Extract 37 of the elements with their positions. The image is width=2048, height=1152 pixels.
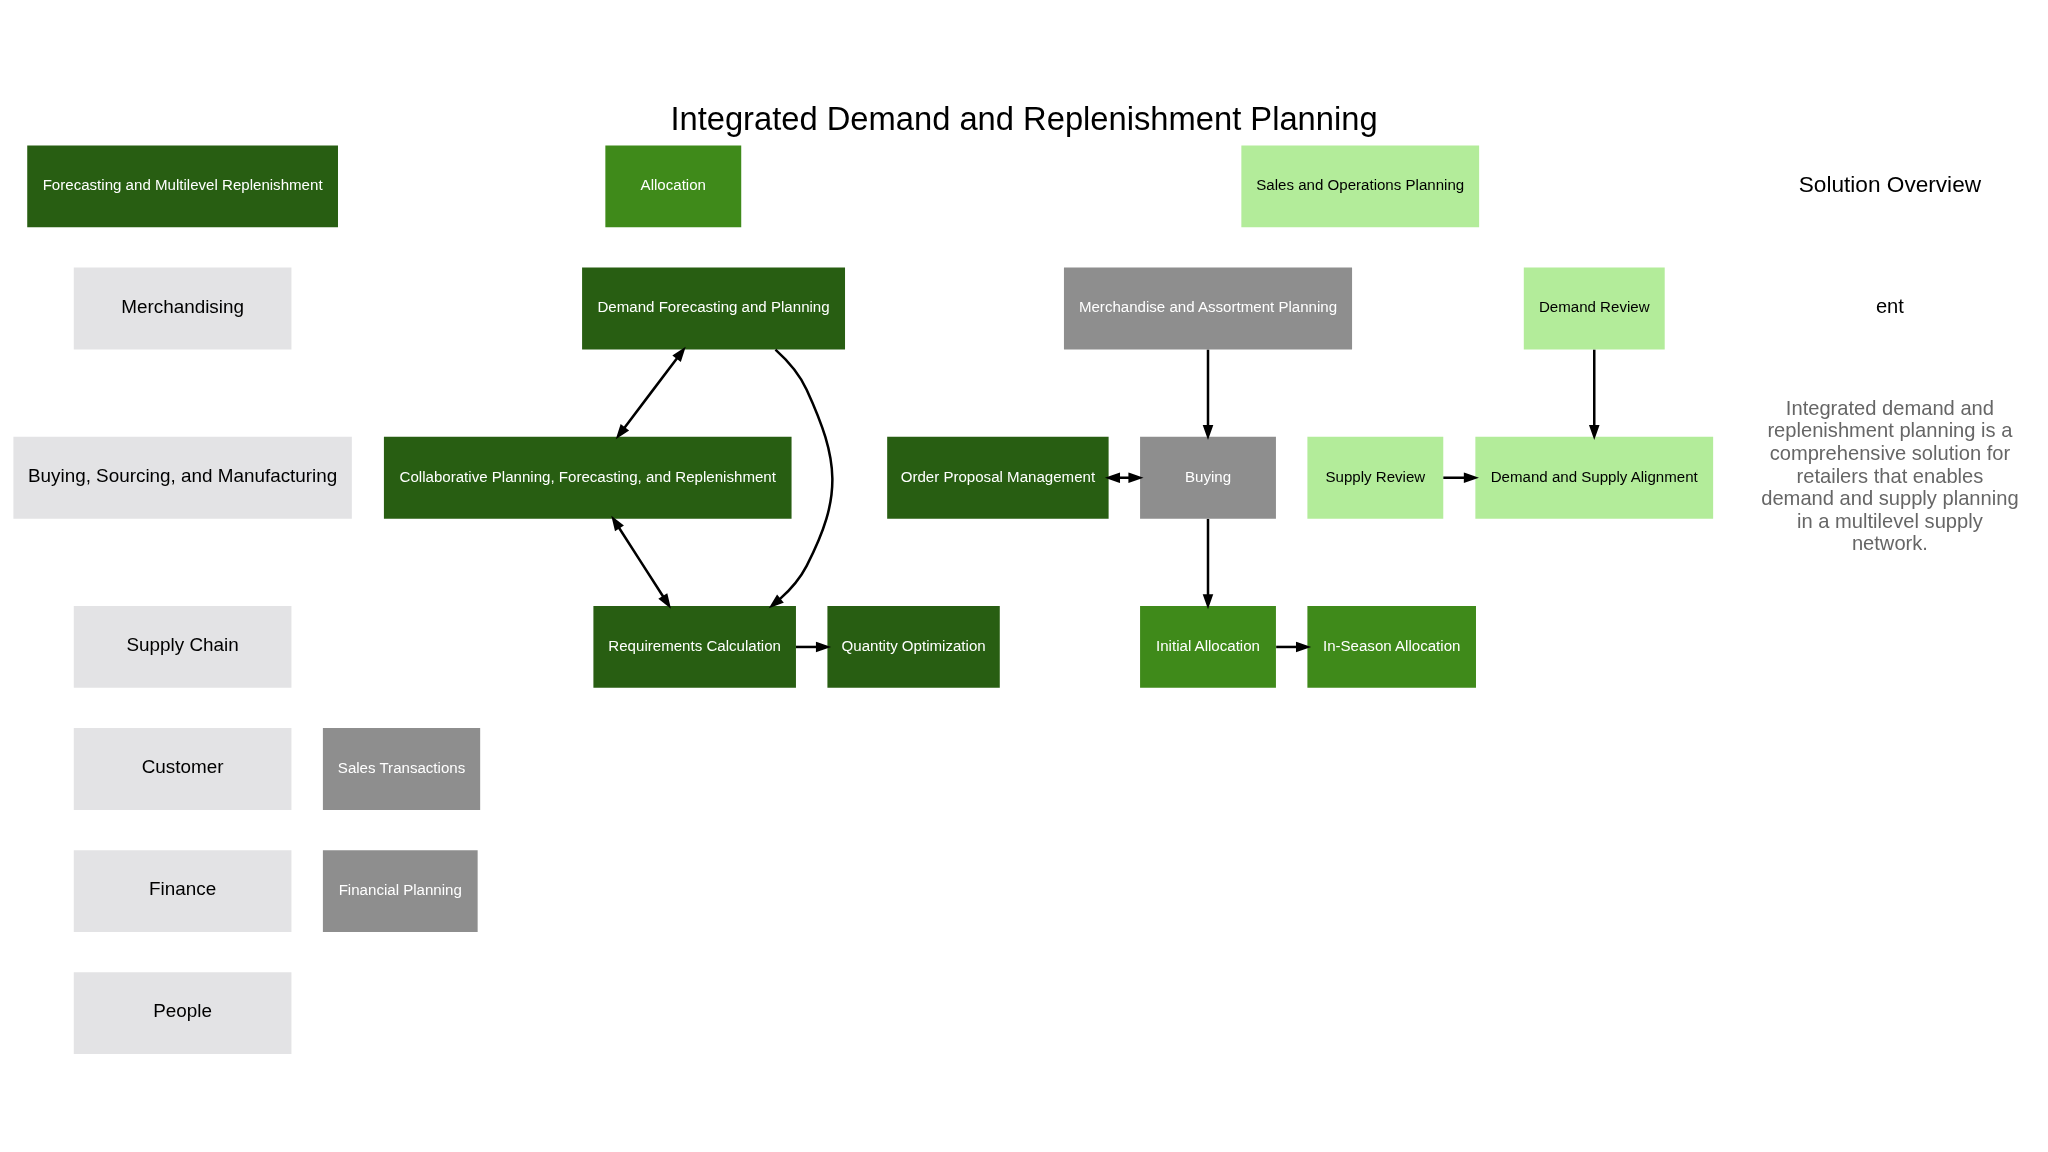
node-box: Customer xyxy=(73,727,292,810)
arrow xyxy=(615,346,686,439)
node-box: Buying xyxy=(1140,436,1276,519)
node-box: Supply Chain xyxy=(73,605,292,688)
arrow xyxy=(796,641,832,652)
node-box: Quantity Optimization xyxy=(827,605,1000,688)
node-box: People xyxy=(73,971,292,1054)
arrow xyxy=(1588,349,1600,440)
node-box: Buying, Sourcing, and Manufacturing xyxy=(13,436,352,519)
node-box: Demand Forecasting and Planning xyxy=(582,267,846,349)
node-box: Sales and Operations Planning xyxy=(1241,145,1480,227)
node-box: Merchandising xyxy=(73,267,292,349)
label: Solution Overview xyxy=(1798,171,1982,197)
node-box: Sales Transactions xyxy=(322,727,481,810)
arrow xyxy=(1104,471,1144,483)
diagram-title: Integrated Demand and Replenishment Planning xyxy=(670,99,1378,137)
node-box: Initial Allocation xyxy=(1140,605,1276,688)
arrow xyxy=(768,348,834,608)
label: ent xyxy=(1875,294,1904,317)
arrow xyxy=(1443,471,1479,483)
node-box: In-Season Allocation xyxy=(1307,605,1476,688)
node-box: Allocation xyxy=(605,145,742,227)
node-box: Supply Review xyxy=(1307,436,1444,519)
arrow xyxy=(611,515,671,609)
node-box: Collaborative Planning, Forecasting, and Replenishment xyxy=(383,436,792,519)
node-box: Financial Planning xyxy=(322,849,478,932)
node-box: Forecasting and Multilevel Replenishment xyxy=(27,145,338,227)
arrow xyxy=(1276,641,1312,652)
node-box: Requirements Calculation xyxy=(593,605,796,688)
arrow xyxy=(1202,518,1214,609)
label: Integrated demand and replenishment planning is a comprehensive solution for retailers that enables demand and supply planning in a multilevel supply network. xyxy=(1761,396,2019,554)
node-box: Demand and Supply Alignment xyxy=(1475,436,1714,519)
node-box: Merchandise and Assortment Planning xyxy=(1063,267,1353,349)
node-box: Order Proposal Management xyxy=(887,436,1109,519)
node-box: Finance xyxy=(73,849,292,932)
node-box: Demand Review xyxy=(1523,267,1665,349)
arrow xyxy=(1202,349,1214,440)
